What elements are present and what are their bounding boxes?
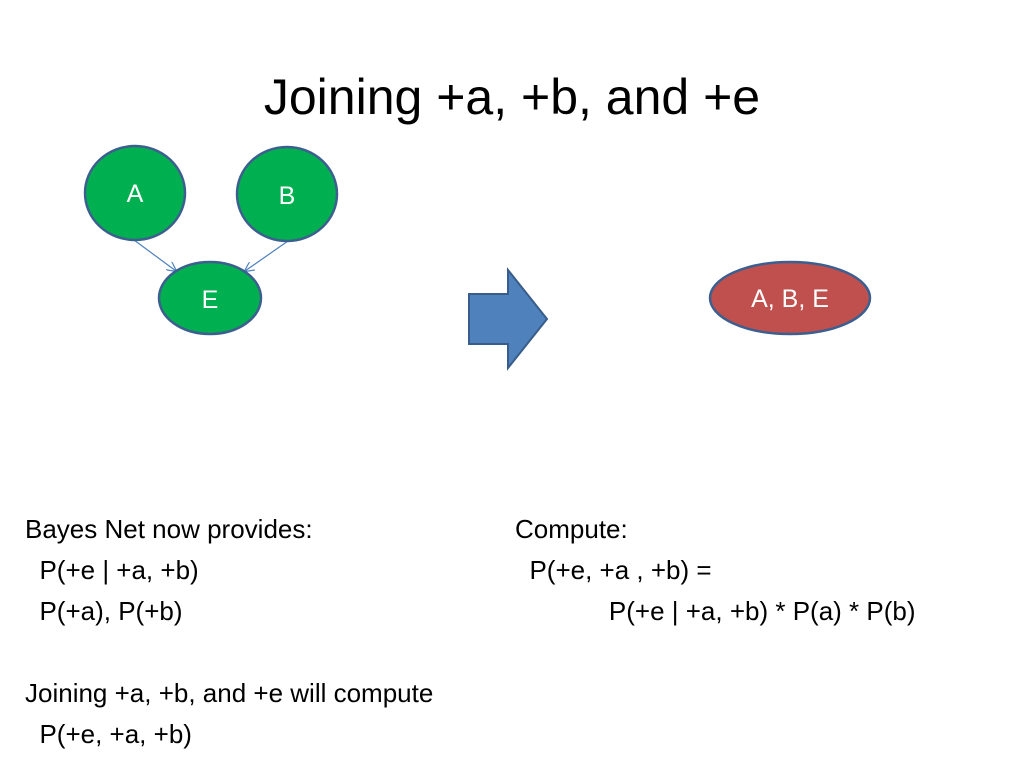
left-heading: Bayes Net now provides: [25,514,313,544]
right-line-product: P(+e | +a, +b) * P(a) * P(b) [515,596,916,626]
left-joint-result: P(+e, +a, +b) [25,719,192,749]
edge-a-to-e [133,239,176,271]
node-a-shape [83,144,187,242]
node-b: B [235,145,339,243]
node-b-label: B [279,182,296,210]
node-e-label: E [202,286,219,314]
left-spacer [25,632,433,673]
left-line-priors: P(+a), P(+b) [25,596,183,626]
joined-node-shape [708,260,872,336]
right-line-joint: P(+e, +a , +b) = [515,555,712,585]
node-a: A [83,144,187,242]
node-a-label: A [127,180,144,208]
right-arrow-shape [468,267,549,371]
left-line-conditional: P(+e | +a, +b) [25,555,199,585]
node-e-shape [157,260,263,336]
right-heading: Compute: [515,514,628,544]
left-joining-text: Joining +a, +b, and +e will compute [25,678,434,708]
edge-b-to-e [245,240,289,271]
joined-node: A, B, E [708,260,872,336]
left-text-block: Bayes Net now provides: P(+e | +a, +b) P… [25,509,433,755]
node-b-shape [235,145,339,243]
right-text-block: Compute: P(+e, +a , +b) = P(+e | +a, +b)… [515,509,916,632]
joined-node-label: A, B, E [751,285,829,313]
node-e: E [157,260,263,336]
slide-title: Joining +a, +b, and +e [263,69,761,125]
